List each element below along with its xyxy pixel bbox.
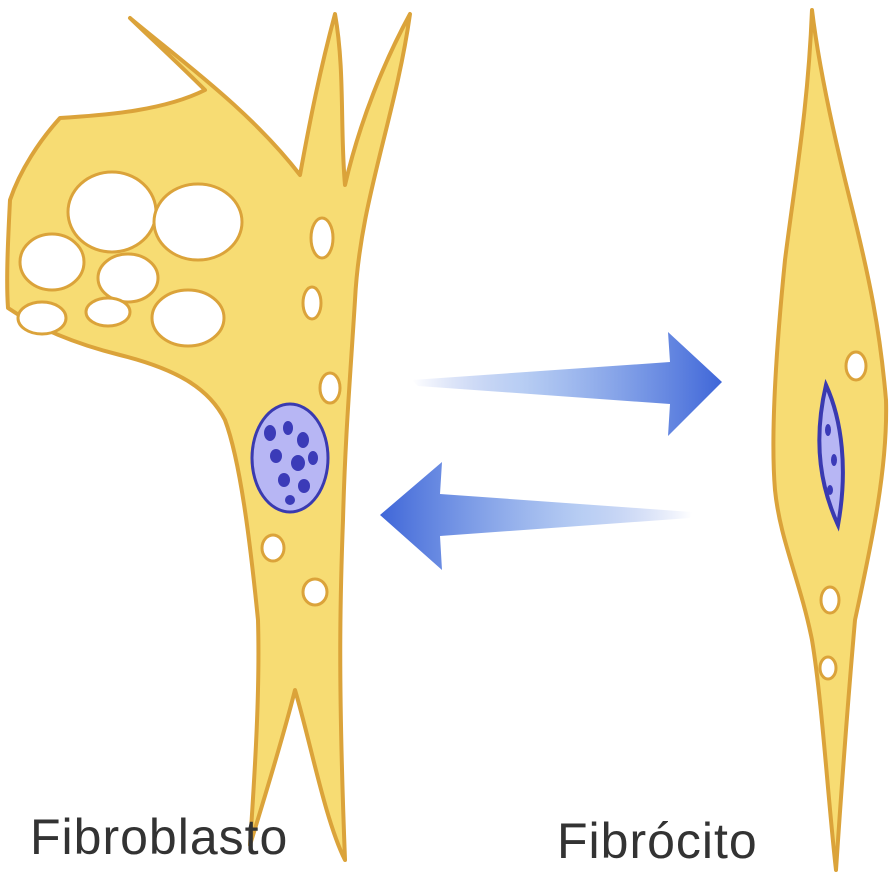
fibroblast-nucleus — [252, 404, 328, 512]
fibroblast-body — [7, 14, 410, 860]
fibrocyte-cell — [773, 10, 886, 870]
arrow-right-icon — [412, 332, 722, 436]
fibroblast-label: Fibroblasto — [30, 808, 288, 866]
arrow-left-icon — [380, 462, 692, 570]
fibroblast-cell — [7, 14, 410, 860]
fibrocyte-label: Fibrócito — [557, 812, 758, 870]
